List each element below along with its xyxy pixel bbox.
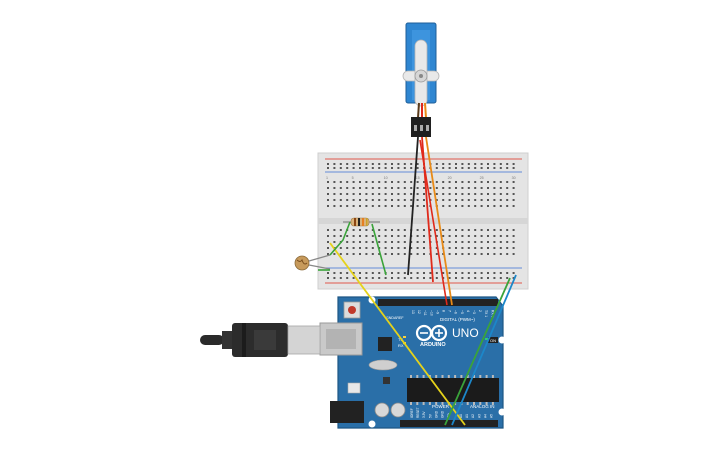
wire-orange[interactable] (425, 136, 453, 306)
digital-pin-label: 4 (466, 310, 470, 312)
breadboard-column-label: 10 (384, 176, 388, 180)
reset-button-cap[interactable] (348, 306, 356, 314)
usb-cable-strain (222, 331, 234, 349)
breadboard-column-label: 25 (480, 176, 484, 180)
analog-label: ANALOG IN (470, 404, 495, 409)
analog-pin-label: A5 (490, 414, 494, 418)
digital-label: DIGITAL (PWM~) (440, 317, 475, 322)
power-analog-header (400, 420, 498, 427)
usb-port-inner (326, 329, 356, 349)
digital-pin-label: ~9 (435, 310, 439, 314)
arduino-logo (415, 324, 448, 342)
atmega-chip (407, 378, 499, 402)
digital-pin-label: ~3 (472, 310, 476, 314)
wire-green-2[interactable] (371, 223, 387, 276)
analog-pin-label: A1 (465, 414, 469, 418)
mounting-hole (498, 336, 506, 344)
digital-pin-label: 12 (417, 310, 421, 314)
wire-red-signal[interactable] (419, 139, 448, 306)
power-pin-label: IOREF (410, 408, 414, 418)
power-pin-label: RESET (416, 407, 420, 418)
usb-cable[interactable] (200, 323, 321, 357)
resistor[interactable] (343, 217, 380, 227)
power-label: POWER (432, 404, 450, 409)
breadboard-column-label: 15 (416, 176, 420, 180)
regulator-chip (383, 377, 390, 384)
digital-pin-label: ~10 (429, 310, 433, 316)
breadboard-column-label: 30 (512, 176, 516, 180)
digital-pin-label: 13 (411, 310, 415, 314)
photoresistor-leg (308, 254, 331, 262)
power-pin-label: GND (441, 410, 445, 418)
wire-green-1[interactable] (329, 221, 351, 256)
analog-pin-label: A4 (483, 414, 487, 418)
rx-led-label: RX (398, 343, 404, 348)
mounting-hole (498, 408, 506, 416)
usb-plug-metal (287, 325, 321, 355)
digital-pin-label: 8 (442, 310, 446, 312)
wire-blue[interactable] (451, 274, 517, 426)
wire-black[interactable] (407, 136, 419, 276)
on-led (485, 338, 488, 340)
analog-pin-label: A2 (471, 414, 475, 418)
micro-servo[interactable] (402, 22, 440, 137)
on-led-label: ON (490, 338, 496, 343)
wire-yellow[interactable] (329, 242, 466, 426)
digital-pin-label: RX 0 (490, 310, 494, 318)
digital-pin-label: 2 (478, 310, 482, 312)
aref-label: AREF (394, 316, 404, 320)
photoresistor-leg (308, 264, 331, 270)
digital-pin-label: ~6 (454, 310, 458, 314)
wire-green-power[interactable] (444, 277, 511, 426)
digital-pin-label: TX 1 (484, 310, 488, 317)
board-brand: ARDUINO (420, 342, 446, 348)
breadboard-column-label: 5 (352, 176, 354, 180)
mounting-hole (368, 420, 376, 428)
arduino-uno-board[interactable]: UNO ARDUINO DIGITAL (PWM~) ANALOG IN POW… (319, 296, 506, 429)
power-pin-label: GND (434, 410, 438, 418)
power-pin-label: 3.3V (422, 411, 426, 418)
breadboard-column-label: 20 (448, 176, 452, 180)
voltage-regulator (347, 382, 361, 394)
breadboard-column-label: 1 (326, 176, 328, 180)
analog-pin-label: A3 (477, 414, 481, 418)
digital-header (378, 299, 498, 306)
capacitor (390, 402, 406, 418)
board-model: UNO (452, 326, 479, 340)
wires (318, 136, 517, 426)
dc-power-jack (330, 401, 364, 423)
icsp-header (488, 337, 498, 343)
digital-pin-label: 7 (448, 310, 452, 312)
analog-pin-label: A0 (459, 414, 463, 418)
usb-chip (378, 337, 392, 351)
digital-pin-label: ~5 (460, 310, 464, 314)
photoresistor[interactable] (294, 254, 331, 271)
power-pin-label: 5V (428, 413, 432, 418)
crystal (368, 359, 398, 371)
tx-led (403, 336, 406, 338)
digital-pin-label: ~11 (423, 310, 427, 316)
capacitor (374, 402, 390, 418)
usb-cable-end (200, 335, 224, 345)
gnd-label: GND (386, 316, 394, 320)
